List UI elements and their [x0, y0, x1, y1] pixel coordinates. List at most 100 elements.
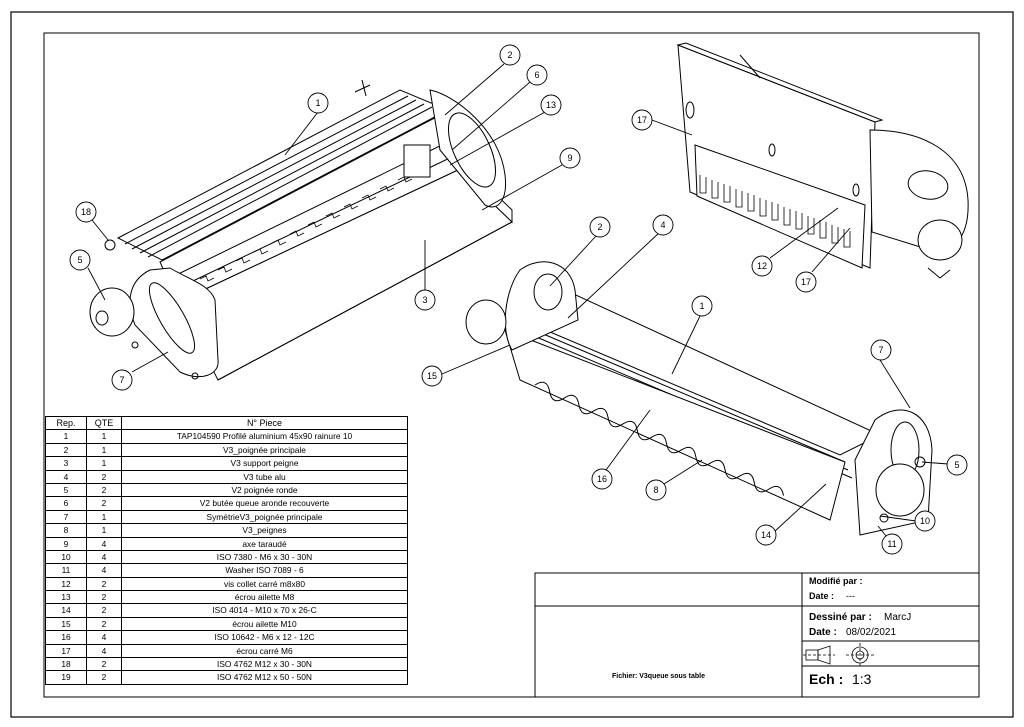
bom-cell-piece: V3 support peigne	[121, 456, 408, 471]
view-assembly-right	[465, 261, 933, 536]
balloon-label: 7	[878, 345, 883, 355]
balloon-label: 5	[77, 255, 82, 265]
balloons	[69, 44, 968, 555]
view-back-plate	[676, 42, 969, 279]
bom-cell-qte: 2	[86, 657, 122, 672]
dessine-value: MarcJ	[884, 612, 912, 623]
view-assembly-left	[89, 79, 513, 381]
bom-cell-qte: 4	[86, 549, 122, 565]
bom-cell-piece: ISO 4014 - M10 x 70 x 26-C	[121, 603, 408, 618]
date1-label: Date :	[809, 591, 835, 601]
bom-cell-rep: 17	[45, 643, 87, 659]
bom-cell-piece: écrou ailette M8	[121, 590, 408, 605]
outer-frame	[10, 11, 1014, 718]
bom-cell-qte: 4	[86, 536, 122, 551]
bom-cell-qte: 2	[86, 482, 122, 498]
date1-value: ---	[846, 591, 855, 601]
balloon-label: 17	[801, 277, 811, 287]
balloon-label: 8	[653, 485, 658, 495]
balloon-label: 16	[597, 474, 607, 484]
echelle-label: Ech :	[809, 671, 844, 687]
bom-cell-qte: 2	[86, 590, 122, 605]
echelle-value: 1:3	[852, 671, 872, 687]
bom-cell-piece: ISO 10642 - M6 x 12 - 12C	[121, 630, 408, 645]
bom-cell-piece: écrou carré M6	[121, 643, 408, 659]
bom-header-row: Rep. QTE N° Piece	[45, 415, 408, 431]
bom-cell-piece: TAP104590 Profilé aluminium 45x90 rainur…	[121, 429, 408, 444]
bom-header-piece: N° Piece	[121, 415, 408, 431]
bom-cell-rep: 1	[45, 429, 87, 444]
bom-cell-rep: 3	[45, 456, 87, 471]
balloon-label: 15	[427, 371, 437, 381]
modifie-label: Modifié par :	[809, 576, 863, 586]
bom-cell-rep: 12	[45, 576, 87, 592]
balloon-label: 1	[699, 301, 704, 311]
bom-header-rep: Rep.	[45, 415, 87, 431]
bom-cell-piece: axe taraudé	[121, 536, 408, 551]
balloon-label: 6	[534, 70, 539, 80]
bom-cell-piece: Washer ISO 7089 - 6	[121, 563, 408, 578]
bom-cell-qte: 1	[86, 509, 122, 525]
bom-cell-rep: 10	[45, 549, 87, 565]
balloon-label: 7	[119, 375, 124, 385]
balloon-label: 14	[761, 530, 771, 540]
bom-cell-rep: 2	[45, 442, 87, 458]
bom-cell-piece: écrou ailette M10	[121, 616, 408, 632]
bom-cell-qte: 2	[86, 469, 122, 484]
bom-cell-rep: 16	[45, 630, 87, 645]
date2-value: 08/02/2021	[846, 627, 897, 638]
bom-cell-qte: 1	[86, 429, 122, 444]
bom-cell-piece: ISO 4762 M12 x 50 - 50N	[121, 670, 408, 685]
balloon-label: 18	[81, 207, 91, 217]
bom-cell-rep: 9	[45, 536, 87, 551]
bom-cell-piece: V3_peignes	[121, 523, 408, 538]
bom-cell-piece: V3_poignée principale	[121, 442, 408, 458]
bom-cell-qte: 4	[86, 630, 122, 645]
bom-cell-qte: 1	[86, 456, 122, 471]
balloon-label: 11	[887, 539, 896, 549]
balloon-label: 9	[567, 153, 572, 163]
fichier-label: Fichier: V3queue sous table	[612, 673, 705, 680]
bom-header-qte: QTE	[86, 415, 122, 431]
bom-cell-piece: ISO 7380 - M6 x 30 - 30N	[121, 549, 408, 565]
bom-cell-rep: 11	[45, 563, 87, 578]
balloon-label: 3	[422, 295, 427, 305]
bom-cell-piece: V2 poignée ronde	[121, 482, 408, 498]
bom-cell-rep: 4	[45, 469, 87, 484]
bom-cell-qte: 2	[86, 576, 122, 592]
bom-cell-qte: 2	[86, 670, 122, 685]
bom-cell-rep: 18	[45, 657, 87, 672]
bom-cell-piece: ISO 4762 M12 x 30 - 30N	[121, 657, 408, 672]
dessine-label: Dessiné par :	[809, 612, 872, 623]
balloon-label: 2	[507, 50, 512, 60]
balloon-label: 1	[315, 98, 320, 108]
bom-cell-piece: V3 tube alu	[121, 469, 408, 484]
bom-cell-qte: 4	[86, 643, 122, 659]
bom-cell-qte: 2	[86, 603, 122, 618]
bom-cell-rep: 6	[45, 496, 87, 511]
bom-cell-rep: 5	[45, 482, 87, 498]
balloon-label: 2	[597, 222, 602, 232]
balloon-label: 17	[637, 115, 647, 125]
bom-cell-piece: vis collet carré m8x80	[121, 576, 408, 592]
projection-symbol	[803, 643, 874, 667]
bom-cell-rep: 7	[45, 509, 87, 525]
bom-cell-qte: 2	[86, 496, 122, 511]
bom-cell-rep: 15	[45, 616, 87, 632]
